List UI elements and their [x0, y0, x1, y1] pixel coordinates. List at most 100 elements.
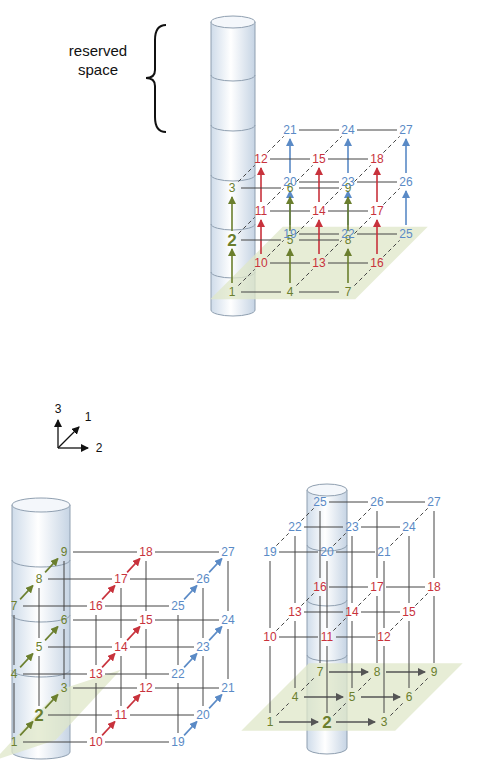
grid-line: [329, 502, 368, 503]
grid-line: [238, 269, 254, 285]
order-arrow: [347, 197, 349, 231]
grid-line: [23, 674, 87, 675]
grid-line: [270, 646, 271, 713]
axis-label: 3: [55, 403, 62, 415]
grid-line: [301, 508, 313, 520]
grid-number: 13: [288, 606, 301, 618]
order-arrow: [318, 168, 320, 202]
grid-line: [241, 188, 281, 189]
grid-line: [276, 703, 288, 715]
order-arrow: [347, 249, 349, 283]
order-arrow: [184, 654, 197, 668]
cylinder-band: [211, 175, 255, 181]
grid-line: [267, 188, 283, 204]
grid-line: [328, 159, 368, 160]
order-arrow: [386, 671, 425, 673]
cylinder-top: [307, 484, 347, 496]
grid-line: [304, 612, 343, 613]
grid-number: 20: [196, 709, 209, 721]
grid-number: 20: [283, 176, 296, 188]
grid-line: [178, 683, 179, 733]
grid-line: [64, 629, 65, 679]
grid-line: [228, 561, 229, 611]
grid-line: [415, 593, 427, 605]
grid-line: [267, 240, 283, 256]
grid-line: [434, 511, 435, 578]
grid-number: 19: [283, 228, 296, 240]
reserved-space-label: reserved space: [52, 42, 144, 80]
grid-line: [130, 579, 194, 580]
grid-line: [409, 621, 410, 688]
grid-number: 15: [312, 153, 325, 165]
grid-line: [384, 561, 385, 628]
order-arrow: [20, 586, 33, 600]
grid-line: [386, 587, 425, 588]
grid-number: 24: [341, 124, 354, 136]
grid-number: 10: [263, 631, 276, 643]
grid-line: [105, 606, 169, 607]
grid-number: 14: [345, 606, 358, 618]
grid-number: 18: [370, 153, 383, 165]
grid-line: [333, 533, 345, 545]
grid-line: [299, 188, 339, 189]
grid-line: [178, 615, 179, 665]
grid-line: [327, 646, 328, 713]
shaded-plane: [0, 670, 121, 761]
grid-number: 27: [221, 546, 234, 558]
grid-number: 14: [114, 641, 127, 653]
grid-line: [299, 240, 339, 241]
brace: [146, 25, 166, 132]
cylinder-top: [12, 498, 70, 512]
order-arrow: [184, 722, 197, 736]
grid-number: 7: [345, 286, 352, 298]
grid-line: [325, 136, 341, 152]
grid-line: [48, 715, 112, 716]
grid-number: 9: [61, 546, 68, 558]
grid-line: [279, 637, 318, 638]
grid-line: [361, 612, 400, 613]
order-arrow: [329, 671, 368, 673]
grid-line: [415, 508, 427, 520]
grid-number: 16: [313, 581, 326, 593]
grid-number: 10: [254, 257, 267, 269]
grid-number: 27: [427, 496, 440, 508]
grid-line: [276, 533, 288, 545]
grid-number: 7: [11, 600, 18, 612]
order-arrow: [127, 559, 140, 573]
grid-line: [301, 678, 313, 690]
grid-line: [105, 674, 169, 675]
grid-line: [357, 130, 397, 131]
grid-number: 12: [139, 682, 152, 694]
order-arrow: [231, 197, 233, 231]
grid-number: 1: [267, 716, 274, 728]
grid-number: 2: [34, 707, 43, 724]
grid-line: [155, 552, 219, 553]
grid-line: [390, 533, 402, 545]
grid-line: [203, 588, 204, 638]
grid-line: [14, 683, 15, 733]
grid-number: 12: [377, 631, 390, 643]
order-arrow: [102, 586, 115, 600]
grid-line: [409, 536, 410, 603]
order-arrow: [260, 168, 262, 202]
grid-number: 24: [402, 521, 415, 533]
grid-line: [96, 683, 97, 733]
grid-number: 2: [322, 714, 331, 731]
grid-line: [48, 647, 112, 648]
grid-line: [14, 615, 15, 665]
grid-number: 26: [196, 573, 209, 585]
grid-line: [325, 188, 341, 204]
grid-number: 6: [406, 691, 413, 703]
grid-line: [276, 618, 288, 630]
grid-line: [295, 536, 296, 603]
cylinder-band: [211, 224, 255, 230]
grid-number: 25: [399, 228, 412, 240]
grid-number: 14: [312, 205, 325, 217]
order-arrow: [209, 695, 222, 709]
order-arrow: [102, 722, 115, 736]
grid-line: [73, 688, 137, 689]
grid-line: [130, 715, 194, 716]
grid-number: 22: [171, 668, 184, 680]
grid-line: [270, 159, 310, 160]
